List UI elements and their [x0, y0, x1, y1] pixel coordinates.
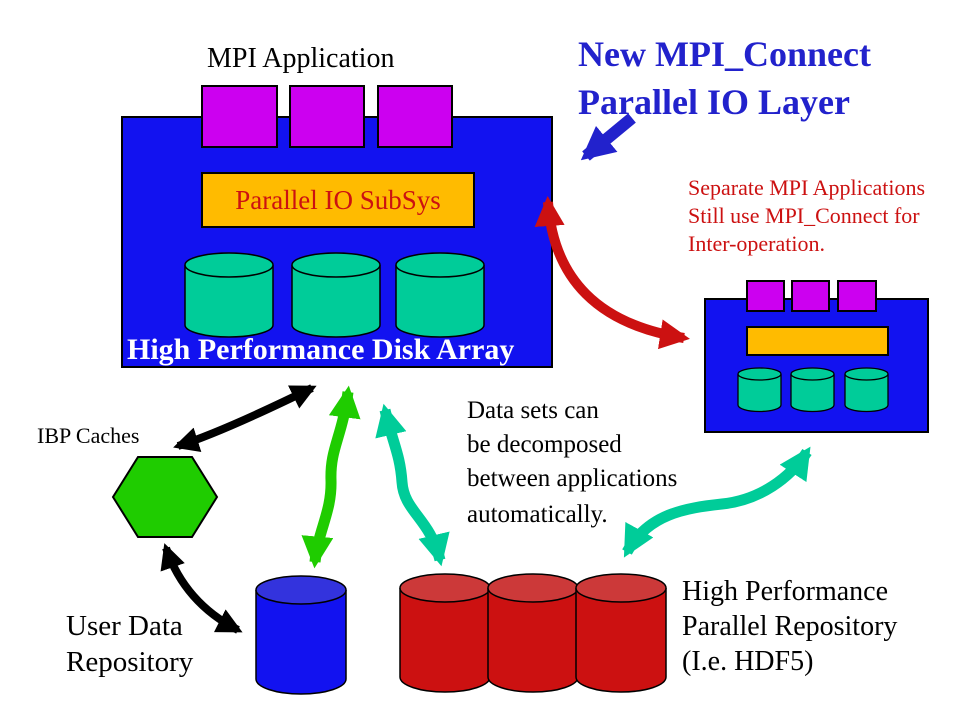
- decompose-note: Data sets can be decomposed between appl…: [467, 394, 677, 532]
- ibp-caches-label: IBP Caches: [37, 423, 140, 448]
- heading-line1: New MPI_Connect: [578, 34, 871, 74]
- decompose-line3: between applications: [467, 465, 678, 492]
- remote-io-subsys-bar: [746, 326, 889, 356]
- heading-line2: Parallel IO Layer: [578, 82, 850, 122]
- mpi-connect-link-arrow: [534, 196, 690, 350]
- disk-array-label: High Performance Disk Array: [127, 333, 515, 366]
- box-to-user-repo-arrow: [301, 385, 361, 569]
- remote-process-square: [837, 280, 877, 312]
- parallel-repository-label: High Performance Parallel Repository (I.…: [682, 574, 897, 679]
- app-process-square: [289, 85, 365, 148]
- separate-note-line1: Separate MPI Applications: [688, 175, 926, 200]
- remote-process-square: [791, 280, 830, 312]
- parallel-io-subsys-bar: Parallel IO SubSys: [201, 172, 475, 228]
- remote-disk-cylinder: [737, 367, 782, 415]
- separate-note-line2: Still use MPI_Connect for: [688, 203, 920, 228]
- repository-cylinder: [487, 573, 579, 695]
- box-to-ibp-arrow: [173, 384, 317, 452]
- parallel-repo-line3: (I.e. HDF5): [682, 646, 814, 677]
- disk-cylinder: [291, 252, 381, 342]
- app-process-square: [201, 85, 278, 148]
- parallel-io-subsys-label: Parallel IO SubSys: [235, 184, 441, 215]
- remote-disk-cylinder: [844, 367, 889, 415]
- app-process-square: [377, 85, 453, 148]
- separate-note-line3: Inter-operation.: [688, 231, 825, 256]
- ibp-cache-hexagon: [111, 455, 219, 539]
- disk-cylinder: [395, 252, 485, 342]
- disk-cylinder: [184, 252, 274, 342]
- decompose-line1: Data sets can: [467, 397, 599, 424]
- repository-cylinder: [399, 573, 491, 695]
- user-data-cylinder: [255, 575, 347, 697]
- decompose-line4: automatically.: [467, 501, 608, 528]
- user-repository-label: User Data Repository: [66, 608, 193, 680]
- user-repo-line1: User Data: [66, 610, 183, 642]
- mpi-application-label: MPI Application: [207, 43, 395, 74]
- box-to-parallel-repo-arrow: [375, 403, 450, 567]
- slide-heading: New MPI_Connect Parallel IO Layer: [578, 30, 871, 126]
- user-repo-line2: Repository: [66, 646, 194, 678]
- remote-disk-cylinder: [790, 367, 835, 415]
- separate-apps-note: Separate MPI Applications Still use MPI_…: [688, 174, 925, 258]
- remote-process-square: [746, 280, 785, 312]
- decompose-line2: be decomposed: [467, 431, 622, 458]
- parallel-repo-line1: High Performance: [682, 576, 889, 607]
- parallel-repo-line2: Parallel Repository: [682, 611, 898, 642]
- repository-cylinder: [575, 573, 667, 695]
